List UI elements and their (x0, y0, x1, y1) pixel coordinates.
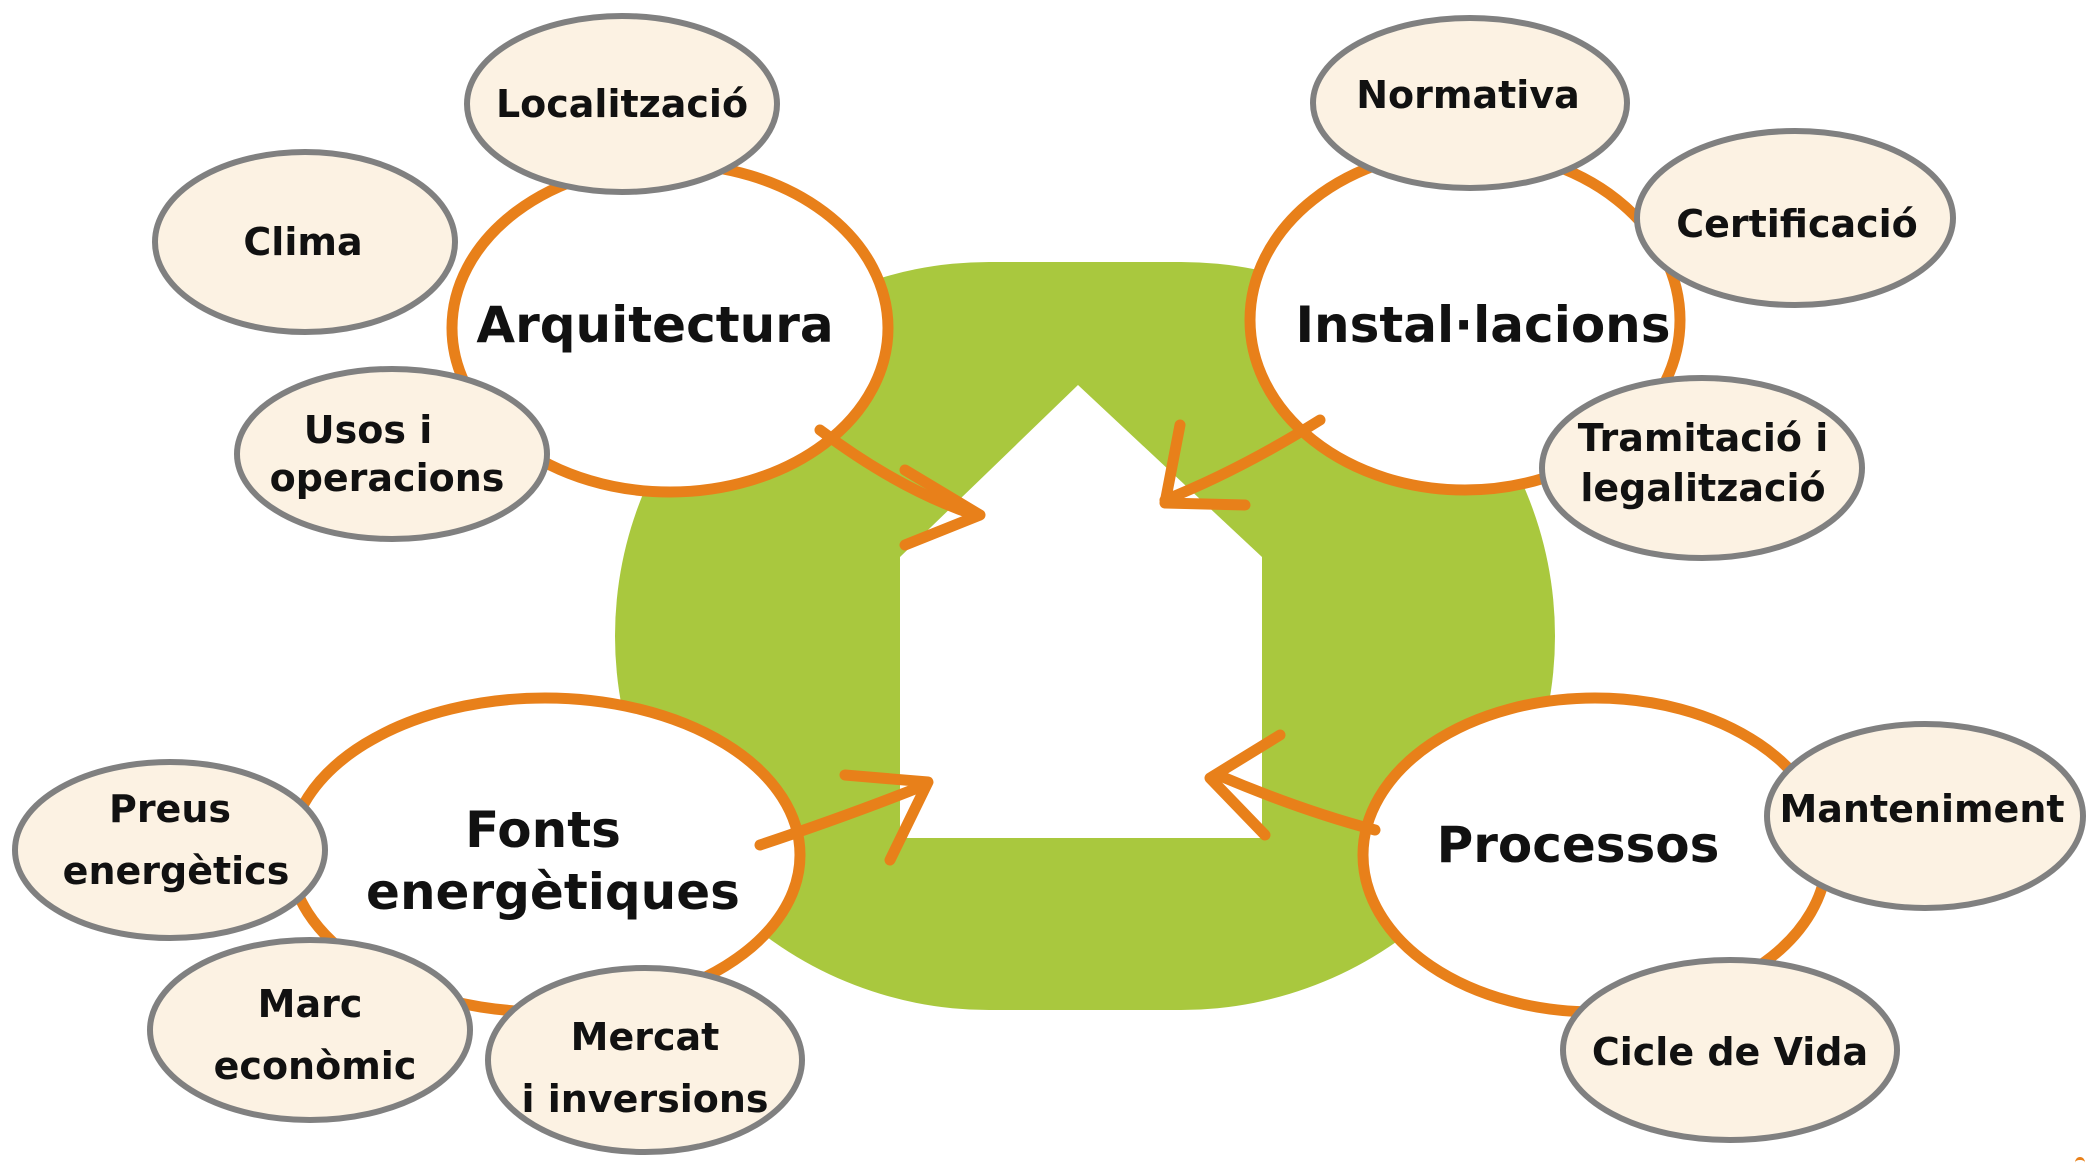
cluster-installacions (1159, 144, 1686, 511)
bubble-normativa: Normativa (1310, 15, 1630, 191)
bubble-shape (1764, 721, 2086, 911)
bubble-line: Certificació (1676, 202, 1918, 246)
connector-arrow (814, 424, 981, 521)
connector-arrow (1159, 414, 1326, 506)
bubble-line: Usos i (304, 408, 432, 452)
bubble-line: Preus (109, 787, 231, 831)
bubble-mercat-i-inversions: Mercat i inversions (485, 965, 805, 1155)
bubble-shape (1539, 375, 1865, 561)
bubble-label: Normativa (1356, 73, 1580, 117)
bubble-line: Normativa (1356, 73, 1580, 117)
bubble-shape (234, 366, 550, 542)
bubble-line: i inversions (521, 1077, 768, 1121)
arrowhead (1159, 419, 1251, 511)
bubble-shape (1310, 15, 1630, 191)
bubble-line: Clima (243, 220, 362, 264)
connector-arrow (1212, 769, 1381, 836)
arrowhead (1204, 729, 1286, 841)
bubble-line: Tramitació i (1578, 416, 1828, 460)
bubble-line: Cicle de Vida (1592, 1030, 1868, 1074)
bubble-shape (1634, 128, 1956, 308)
bubble-line: Localització (496, 82, 748, 126)
bubble-tramitacio-i-legalitzacio: Tramitació i legalització (1539, 375, 1865, 561)
cluster-title-processos: Processos (1437, 816, 1720, 874)
bubble-label: Mercat i inversions (521, 1015, 768, 1121)
bubble-manteniment: Manteniment (1764, 721, 2086, 911)
bubble-shape (12, 759, 328, 941)
bubble-shape (152, 149, 458, 335)
cluster-title-arquitectura: Arquitectura (476, 296, 833, 354)
title-line: Processos (1437, 816, 1720, 874)
bubble-cicle-de-vida: Cicle de Vida (1560, 957, 1900, 1143)
bubble-label: Preus energètics (63, 787, 290, 893)
bubble-line: econòmic (214, 1044, 417, 1088)
bubble-shape (147, 937, 473, 1123)
bubble-label: Marc econòmic (214, 982, 417, 1088)
bubble-label: Clima (243, 220, 362, 264)
bubble-clima: Clima (152, 149, 458, 335)
title-line: Fonts (465, 801, 621, 859)
bubble-line: Manteniment (1779, 787, 2064, 831)
arrowhead (899, 464, 986, 551)
bubble-line: Marc (258, 982, 363, 1026)
bubble-label: Tramitació i legalització (1578, 416, 1828, 510)
title-line: Arquitectura (476, 296, 833, 354)
bubble-line: legalització (1580, 466, 1825, 510)
bubble-label: Manteniment (1779, 787, 2064, 831)
bubble-shape (464, 13, 780, 195)
bubble-line: Mercat (571, 1015, 720, 1059)
arrowhead (839, 769, 934, 866)
bubble-preus-energetics: Preus energètics (12, 759, 328, 941)
title-line: energètiques (366, 863, 740, 921)
bubble-marc-economic: Marc econòmic (147, 937, 473, 1123)
bubble-certificacio: Certificació (1634, 128, 1956, 308)
bubble-line: operacions (270, 456, 505, 500)
bubble-shape (485, 965, 805, 1155)
corner-mark (2075, 1157, 2085, 1168)
title-line: Instal·lacions (1295, 296, 1670, 354)
cluster-title-installacions: Instal·lacions (1295, 296, 1670, 354)
bubble-line: energètics (63, 849, 290, 893)
connector-arrow (754, 779, 931, 851)
bubble-label: Cicle de Vida (1592, 1030, 1868, 1074)
bubble-localitzacio: Localització (464, 13, 780, 195)
bubble-shape (1560, 957, 1900, 1143)
bubble-label: Localització (496, 82, 748, 126)
bubble-label: Certificació (1676, 202, 1918, 246)
